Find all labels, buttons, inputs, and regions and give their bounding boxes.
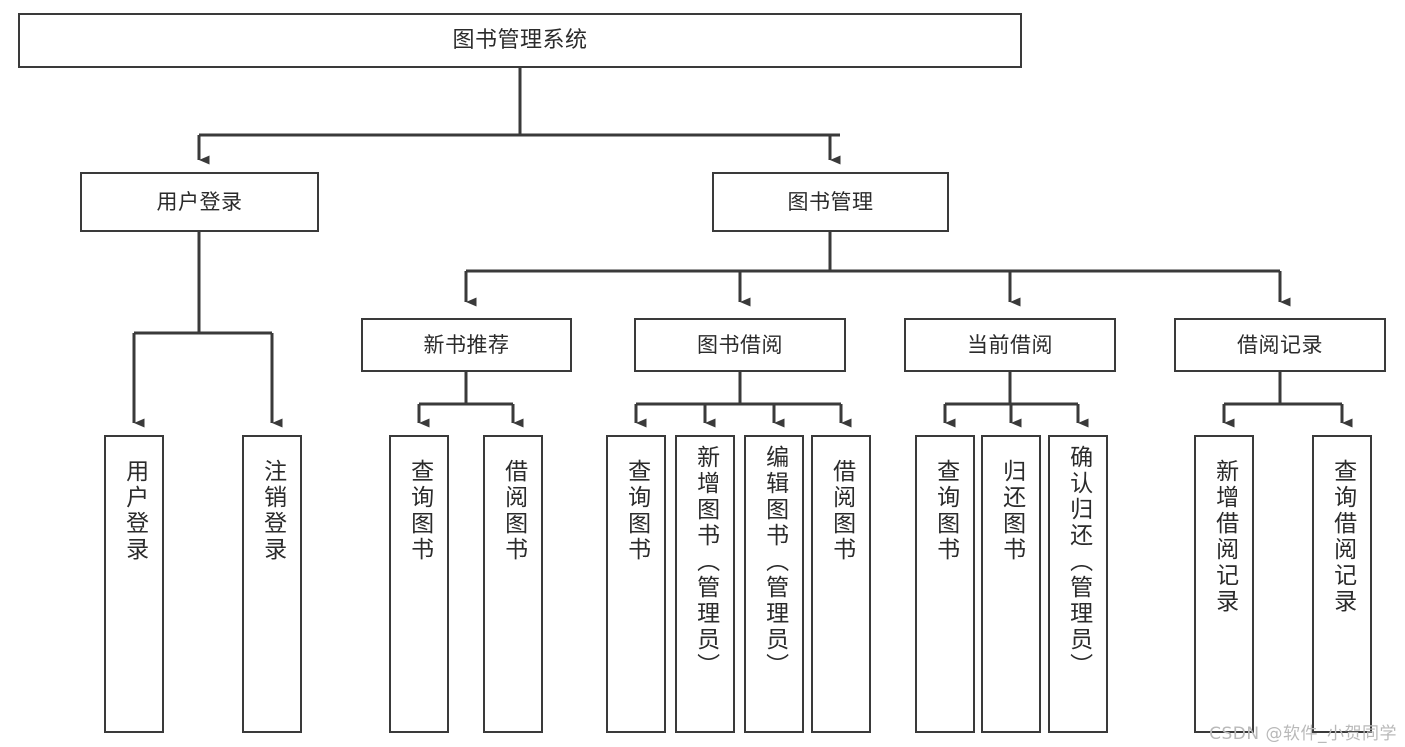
node-label: 当前借阅 [967, 332, 1053, 357]
node-leaf-query-book-2[interactable]: 查询图书 [606, 435, 666, 733]
node-leaf-query-record[interactable]: 查询借阅记录 [1312, 435, 1372, 733]
node-leaf-edit-book[interactable]: 编辑图书（管理员） [744, 435, 804, 733]
node-user-login[interactable]: 用户登录 [80, 172, 319, 232]
node-leaf-borrow-book-1[interactable]: 借阅图书 [483, 435, 543, 733]
node-new-book-recommend[interactable]: 新书推荐 [361, 318, 572, 372]
node-root-system[interactable]: 图书管理系统 [18, 13, 1022, 68]
node-book-management[interactable]: 图书管理 [712, 172, 949, 232]
node-label: 借阅图书 [828, 459, 855, 563]
node-current-borrow[interactable]: 当前借阅 [904, 318, 1116, 372]
watermark-text: CSDN @软件_小贺同学 [1209, 724, 1397, 744]
node-label: 图书管理系统 [452, 27, 588, 53]
node-label: 借阅图书 [500, 459, 527, 563]
node-label: 确认归还（管理员） [1065, 445, 1092, 679]
node-label: 借阅记录 [1237, 332, 1323, 357]
node-leaf-add-record[interactable]: 新增借阅记录 [1194, 435, 1254, 733]
node-label: 注销登录 [259, 459, 286, 563]
node-label: 查询图书 [623, 459, 650, 563]
node-label: 查询图书 [932, 459, 959, 563]
node-label: 新增图书（管理员） [692, 445, 719, 679]
node-leaf-return-book[interactable]: 归还图书 [981, 435, 1041, 733]
node-label: 图书借阅 [697, 332, 783, 357]
node-leaf-query-book-1[interactable]: 查询图书 [389, 435, 449, 733]
node-leaf-user-login[interactable]: 用户登录 [104, 435, 164, 733]
node-leaf-add-book[interactable]: 新增图书（管理员） [675, 435, 735, 733]
node-book-borrow[interactable]: 图书借阅 [634, 318, 846, 372]
node-label: 新书推荐 [423, 332, 510, 357]
node-leaf-confirm-return[interactable]: 确认归还（管理员） [1048, 435, 1108, 733]
node-label: 用户登录 [121, 459, 148, 563]
node-label: 图书管理 [787, 189, 874, 214]
node-label: 编辑图书（管理员） [761, 445, 788, 679]
node-leaf-borrow-book-2[interactable]: 借阅图书 [811, 435, 871, 733]
node-leaf-logout[interactable]: 注销登录 [242, 435, 302, 733]
node-label: 查询图书 [406, 459, 433, 563]
node-label: 用户登录 [156, 189, 243, 214]
node-label: 归还图书 [998, 459, 1025, 563]
node-leaf-query-book-3[interactable]: 查询图书 [915, 435, 975, 733]
node-label: 新增借阅记录 [1211, 459, 1238, 615]
node-label: 查询借阅记录 [1329, 459, 1356, 615]
node-borrow-record[interactable]: 借阅记录 [1174, 318, 1386, 372]
